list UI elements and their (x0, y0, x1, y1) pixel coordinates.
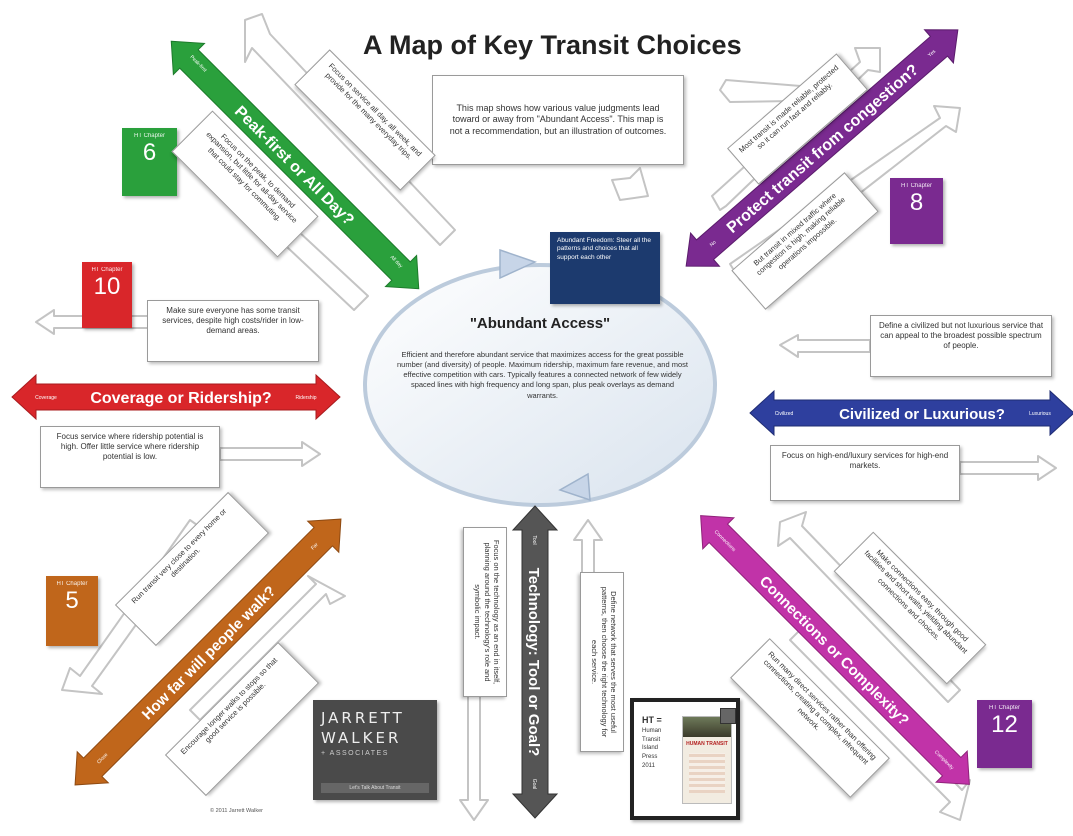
coverage-end-b: Ridership (295, 395, 316, 401)
chapter-label: HT Chapter (91, 267, 123, 273)
cycle-arrowhead-top (499, 248, 538, 280)
civilized-hollow-left (779, 334, 871, 358)
book-caption-line: Transit (642, 736, 661, 743)
book-thumb (720, 708, 736, 724)
civilized-arrow: Civilized or Luxurious? Civilized Luxuri… (749, 389, 1073, 437)
logo-tagline: Let's Talk About Transit (321, 783, 429, 793)
chapter-label: HT Chapter (56, 581, 88, 587)
center-note-box: Abundant Freedom: Steer all the patterns… (550, 232, 660, 304)
book-caption-line: HT = (642, 715, 662, 725)
chapter-number: 8 (909, 188, 924, 216)
technology-arrow: Technology: Tool or Goal? Tool Goal (511, 505, 559, 819)
book-caption-line: Human (642, 728, 662, 735)
center-body: Efficient and therefore abundant service… (397, 350, 688, 400)
book-caption-line: Press (642, 754, 658, 761)
logo-line-2: WALKER (321, 729, 402, 747)
civilized-end-b: Luxurious (1029, 411, 1051, 417)
civilized-hollow-right (959, 455, 1057, 481)
walk-end-a: Far (310, 542, 320, 552)
book-caption: HT = Human Transit Island Press 2011 (642, 714, 662, 770)
technology-label: Technology: Tool or Goal? (525, 568, 542, 757)
chapter-number: 5 (65, 586, 79, 614)
book-cover-photo (683, 717, 731, 737)
chapter-label: HT Chapter (901, 183, 932, 189)
civilized-label: Civilized or Luxurious? (839, 406, 1005, 423)
chapter-label: HT Chapter (134, 133, 165, 139)
book-caption-line: Island (642, 745, 659, 752)
cycle-arrowhead-bottom (558, 472, 591, 502)
copyright-credit: © 2011 Jarrett Walker (210, 808, 263, 814)
chapter-number: 12 (991, 710, 1018, 738)
technology-end-a: Tool (531, 535, 537, 544)
coverage-box-b: Focus service where ridership potential … (40, 426, 220, 488)
book-cover-title: HUMAN TRANSIT (686, 741, 728, 747)
center-note-text: Abundant Freedom: Steer all the patterns… (557, 237, 651, 261)
coverage-end-a: Coverage (35, 395, 57, 401)
civilized-box-a: Define a civilized but not luxurious ser… (870, 315, 1052, 377)
book-cover-diagram (689, 753, 725, 793)
abundant-access-ellipse (363, 263, 717, 507)
intro-text: This map shows how various value judgmen… (449, 103, 667, 136)
book-card: HT = Human Transit Island Press 2011 HUM… (630, 698, 740, 820)
coverage-hollow-right (219, 441, 321, 467)
jarrett-walker-logo: JARRETT WALKER + ASSOCIATES Let's Talk A… (313, 700, 437, 800)
chapter-number: 6 (142, 138, 157, 166)
chapter-badge-12: HT Chapter 12 (977, 700, 1032, 768)
walk-hollow-2 (189, 575, 346, 721)
technology-box-b: Define network that serves the most usef… (580, 572, 624, 752)
chapter-badge-8: HT Chapter 8 (890, 178, 943, 244)
civilized-box-b: Focus on high-end/luxury services for hi… (770, 445, 960, 501)
coverage-label: Coverage or Ridership? (90, 390, 271, 407)
congestion-hollow-arrow-3 (611, 167, 649, 201)
chapter-label: HT Chapter (989, 705, 1020, 711)
intro-box: This map shows how various value judgmen… (432, 75, 684, 165)
page-title: A Map of Key Transit Choices (363, 30, 742, 60)
civilized-box-b-text: Focus on high-end/luxury services for hi… (781, 451, 949, 470)
civilized-end-a: Civilized (775, 411, 794, 417)
logo-line-3: + ASSOCIATES (321, 750, 389, 757)
civilized-box-a-text: Define a civilized but not luxurious ser… (878, 321, 1044, 350)
technology-box-b-text: Define network that serves the most usef… (590, 586, 618, 738)
logo-line-1: JARRETT (321, 709, 405, 727)
chapter-badge-5: HT Chapter 5 (46, 576, 98, 646)
congestion-end-a: Yes (927, 48, 937, 58)
technology-box-a: Focus on the technology as an end in its… (463, 527, 507, 697)
coverage-box-a-text: Make sure everyone has some transit serv… (162, 306, 304, 335)
technology-box-a-text: Focus on the technology as an end in its… (473, 539, 501, 685)
chapter-badge-10: HT Chapter 10 (82, 262, 132, 328)
coverage-box-b-text: Focus service where ridership potential … (56, 432, 204, 461)
chapter-badge-6: HT Chapter 6 (122, 128, 177, 196)
coverage-box-a: Make sure everyone has some transit serv… (147, 300, 319, 362)
book-caption-line: 2011 (642, 762, 655, 769)
congestion-end-b: No (709, 239, 718, 248)
coverage-arrow: Coverage or Ridership? Coverage Ridershi… (11, 373, 341, 421)
book-cover-image: HUMAN TRANSIT (682, 716, 732, 804)
chapter-number: 10 (93, 272, 121, 300)
technology-end-b: Goal (531, 779, 537, 790)
center-heading: "Abundant Access" (469, 315, 611, 332)
